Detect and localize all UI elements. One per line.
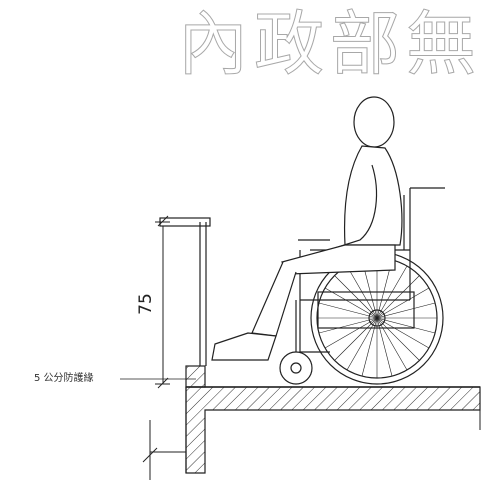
person-torso: [344, 145, 403, 246]
watermark-cut-glyph: 無: [406, 4, 482, 84]
person-arm: [334, 164, 378, 249]
front-caster: [279, 351, 313, 385]
floor-slab: [185, 386, 481, 474]
seated-person: [211, 96, 403, 361]
watermark-main: 內政部: [178, 4, 406, 84]
handrail: [159, 217, 211, 384]
handrail-height-label: 75: [136, 293, 156, 315]
person-leg: [251, 261, 297, 337]
watermark-logo-text: 內政部無: [178, 4, 483, 84]
person-foot: [211, 332, 277, 361]
wheel-spokes: [317, 258, 437, 378]
height-dimension: [155, 215, 170, 389]
lower-edge: [142, 387, 187, 480]
person-head: [353, 96, 395, 148]
wheelchair: [279, 187, 445, 385]
person-thigh: [281, 244, 396, 275]
curb-callout-label: 5 公分防護緣: [34, 373, 94, 384]
protective-curb: [185, 365, 206, 388]
